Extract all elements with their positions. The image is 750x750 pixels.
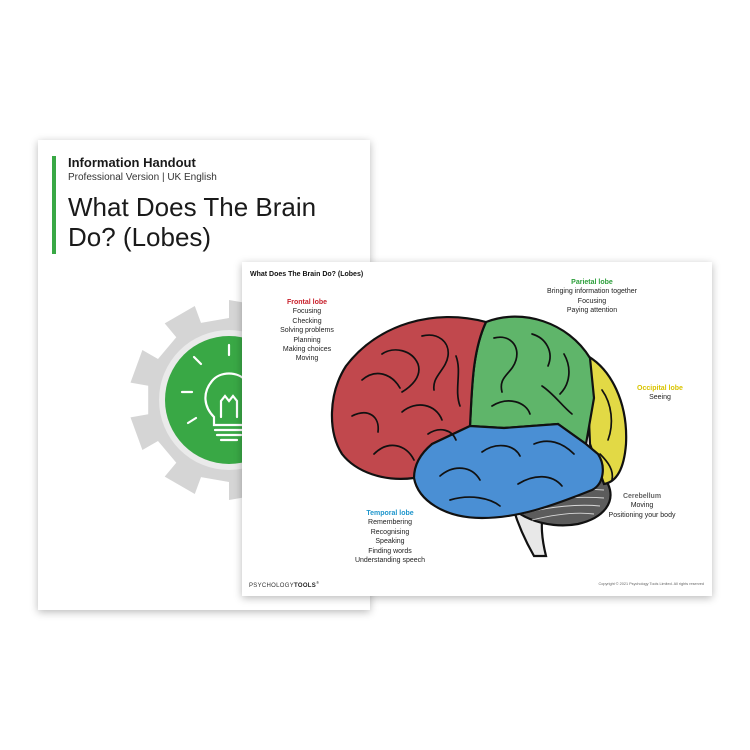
handout-kicker: Information Handout [68,155,196,170]
brand-right: TOOLS [294,583,317,589]
handout-title: What Does The Brain Do? (Lobes) [68,192,317,252]
frontal-lobe-label: Frontal lobe Focusing Checking Solving p… [280,299,334,363]
handout-version: Professional Version | UK English [68,172,217,183]
cerebellum-label: Cerebellum Moving Positioning your body [608,493,676,519]
parietal-lobe-label: Parietal lobe Bringing information toget… [547,279,637,315]
brand-mark: ® [316,580,320,585]
brand-left: PSYCHOLOGY [249,583,295,589]
poster-title: What Does The Brain Do? (Lobes) [250,271,364,278]
brain-lobes-poster: What Does The Brain Do? (Lobes) [242,262,712,596]
temporal-region [412,422,604,520]
copyright-text: Copyright © 2021 Psychology Tools Limite… [598,582,704,586]
accent-bar [52,156,56,254]
brand-logo: PSYCHOLOGYTOOLS® [249,580,319,589]
occipital-lobe-label: Occipital lobe Seeing [637,385,683,402]
temporal-lobe-label: Temporal lobe Remembering Recognising Sp… [354,510,426,565]
brain-illustration [330,315,628,558]
